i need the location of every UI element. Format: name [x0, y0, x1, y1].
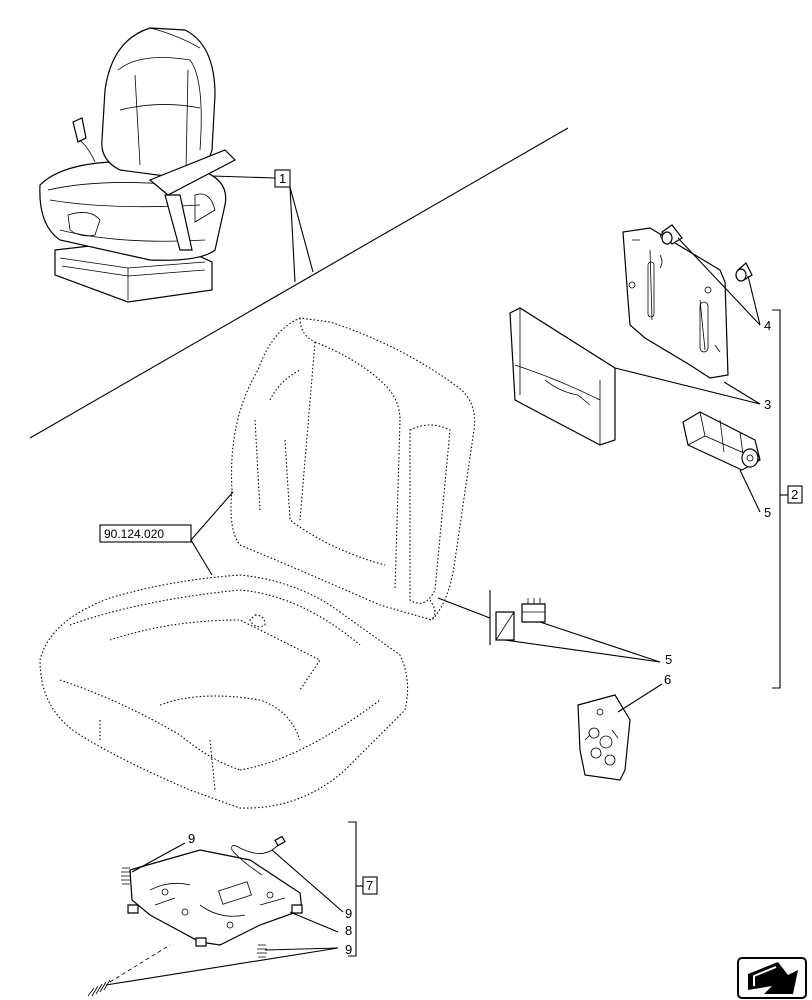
callout-5-upper-label: 5 [764, 505, 771, 520]
callout-2: 2 [772, 309, 803, 689]
callout-5-lower-label: 5 [665, 652, 672, 667]
callout-3: 3 [614, 367, 771, 412]
complete-seat-drawing [39, 27, 237, 303]
callout-5-upper: 5 [739, 469, 771, 520]
callout-3-label: 3 [764, 397, 771, 412]
reference-90-124-020[interactable]: 90.124.020 [99, 491, 234, 576]
callout-8-label: 8 [345, 923, 352, 938]
callout-6-label: 6 [664, 672, 671, 687]
callout-7: 7 [348, 821, 378, 957]
callout-1: 1 [211, 169, 314, 283]
end-caps [661, 224, 753, 282]
callout-7-label: 7 [366, 878, 373, 893]
callout-9-mid: 9 [271, 849, 352, 921]
springs [87, 867, 267, 997]
callout-9-top-label: 9 [188, 831, 195, 846]
seat-pan-plate [127, 835, 303, 947]
callout-4: 4 [677, 237, 771, 333]
callout-4-label: 4 [764, 318, 771, 333]
next-page-arrow-icon[interactable] [737, 957, 807, 999]
switch-block [682, 411, 761, 471]
separator-line [29, 127, 569, 439]
callout-6: 6 [617, 672, 671, 713]
storage-pocket [509, 307, 616, 446]
callout-1-label: 1 [279, 171, 286, 186]
callout-9-bottom: 9 [105, 942, 352, 986]
callout-2-label: 2 [791, 487, 798, 502]
dotted-seat-assembly [39, 317, 476, 809]
hardware-bag [577, 694, 631, 781]
connector [437, 590, 546, 645]
mounting-plate [622, 227, 729, 379]
callout-9-bottom-label: 9 [345, 942, 352, 957]
callout-9-mid-label: 9 [345, 906, 352, 921]
callout-9-top: 9 [131, 831, 195, 873]
callout-5-lower: 5 [504, 621, 672, 667]
reference-label[interactable]: 90.124.020 [104, 527, 164, 541]
callout-8: 8 [289, 911, 352, 938]
